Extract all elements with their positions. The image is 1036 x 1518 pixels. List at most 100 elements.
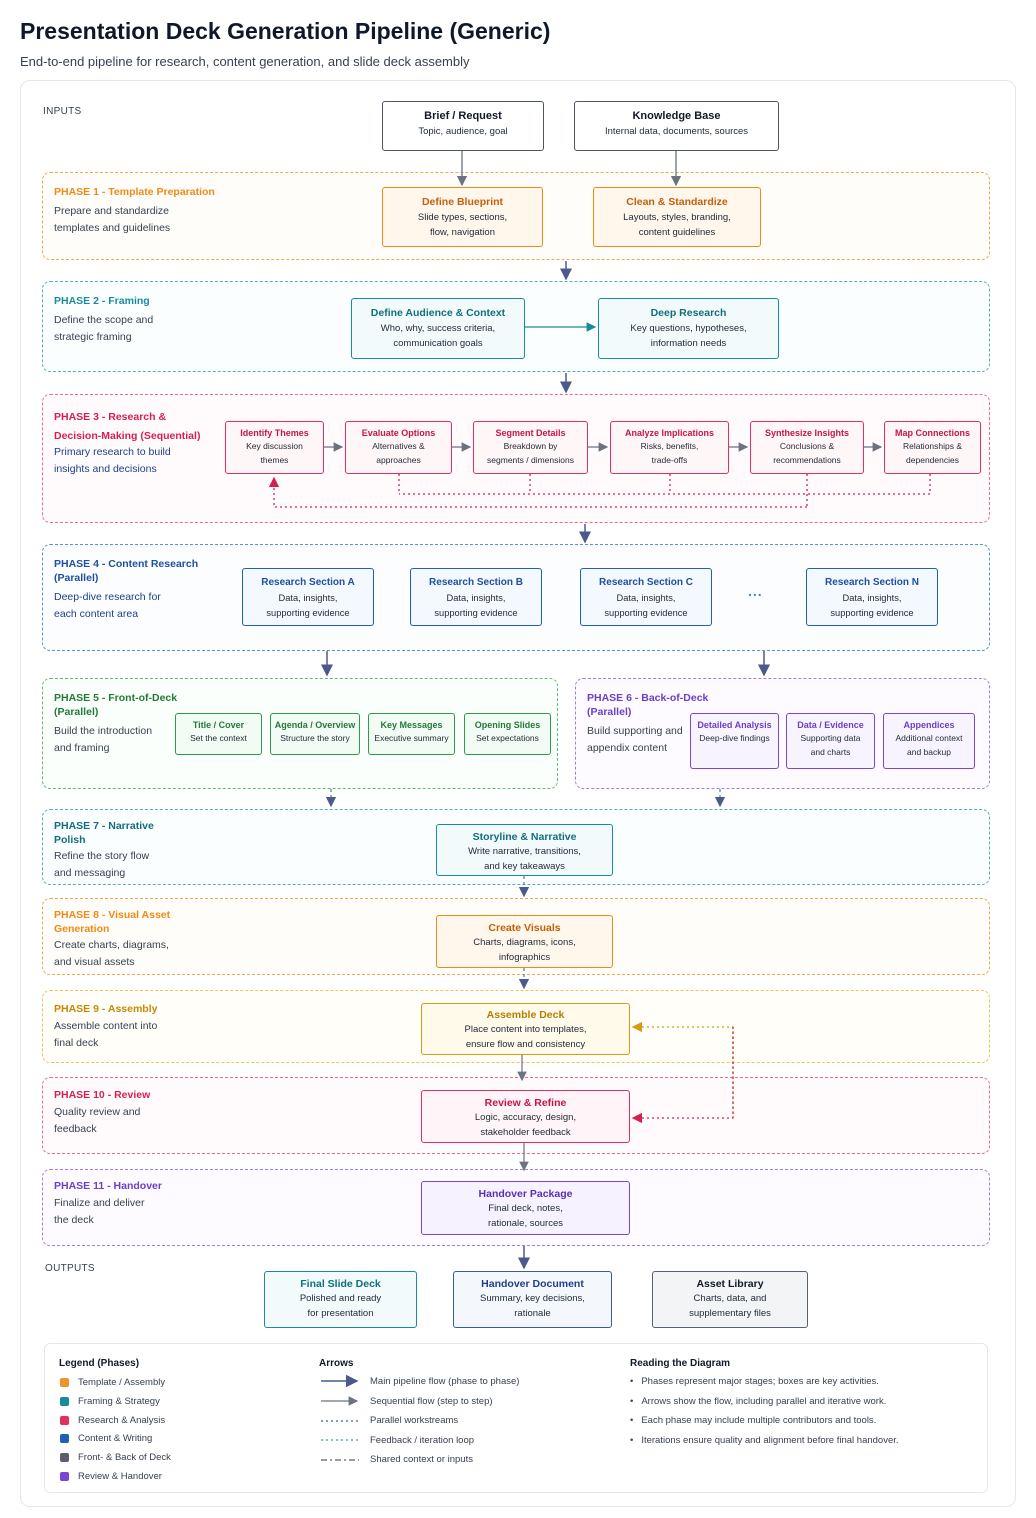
phase-3-title-line: Decision-Making (Sequential) (54, 429, 201, 442)
handover-document-box: Handover Document Summary, key decisions… (453, 1271, 612, 1328)
legend-reading-title: Reading the Diagram (630, 1358, 731, 1369)
legend-swatch (60, 1472, 69, 1481)
box-title: Evaluate Options (361, 428, 436, 438)
phase-6-title: PHASE 6 - Back-of-Deck (Parallel) (587, 691, 708, 719)
brief-request-box: Brief / Request Topic, audience, goal (382, 101, 544, 151)
legend-phase-label: Content & Writing (78, 1433, 153, 1445)
legend-arrow-label: Shared context or inputs (370, 1454, 473, 1466)
phase-5-desc-line: and framing (54, 741, 110, 754)
phase-9-desc: Assemble content into final deck (54, 1018, 157, 1051)
phase-6-desc: Build supporting and appendix content (587, 723, 683, 756)
phase-8-title-line: PHASE 8 - Visual Asset (54, 909, 171, 921)
reading-text: Each phase may include multiple contribu… (641, 1415, 877, 1427)
phase-6-title-line: PHASE 6 - Back-of-Deck (587, 692, 709, 704)
phase-3-title-line: PHASE 3 - Research & (54, 411, 167, 423)
define-audience-box: Define Audience & Context Who, why, succ… (351, 298, 525, 359)
phase-5-desc-line: Build the introduction (54, 725, 153, 737)
phase-7-desc-line: and messaging (54, 866, 126, 879)
phase-7-title: PHASE 7 - Narrative Polish (54, 819, 154, 847)
phase-8-desc-line: Create charts, diagrams, (54, 939, 169, 951)
box-desc: Layouts, styles, branding, (623, 212, 731, 223)
box-title: Segment Details (495, 428, 566, 438)
legend-reading-item: • Each phase may include multiple contrib… (630, 1415, 876, 1426)
review-refine-box: Review & Refine Logic, accuracy, design,… (421, 1090, 630, 1143)
box-desc: Charts, data, and (693, 1293, 767, 1304)
box-desc: infographics (498, 951, 551, 963)
box-desc: Charts, diagrams, icons, (473, 937, 576, 948)
box-desc: Logic, accuracy, design, (474, 1112, 577, 1123)
box-title: Deep Research (650, 307, 727, 319)
legend-swatch (60, 1415, 69, 1425)
box-title: Key Messages (380, 720, 443, 730)
box-desc: Who, why, success criteria, (380, 323, 496, 334)
box-desc: for presentation (307, 1307, 374, 1319)
bullet-icon: • (630, 1434, 634, 1446)
phase-4-desc-line: each content area (54, 607, 139, 620)
legend-reading-item: •Phases represent major stages; boxes ar… (630, 1376, 879, 1387)
phase-7-desc: Refine the story flow and messaging (54, 848, 149, 881)
box-title: Analyze Implications (624, 428, 715, 438)
phase-4-desc-line: Deep-dive research for (54, 591, 161, 603)
box-desc: content guidelines (638, 226, 716, 238)
box-desc: Alternatives & (372, 441, 425, 451)
kb-desc: Internal data, documents, sources (604, 126, 749, 137)
box-desc: Write narrative, transitions, (468, 846, 581, 857)
box-desc: rationale (514, 1307, 551, 1319)
phase-10-desc: Quality review and feedback (54, 1104, 140, 1137)
phase-2-desc-line: Define the scope and (54, 314, 154, 326)
box-title: Storyline & Narrative (472, 831, 577, 843)
phase-8-title-line: Generation (54, 923, 110, 935)
phase-5-title-line: PHASE 5 - Front-of-Deck (54, 692, 178, 704)
box-desc: Data, insights, (446, 593, 506, 603)
box-desc: Conclusions & (779, 441, 835, 451)
legend-arrows-title: Arrows (319, 1358, 354, 1369)
box-desc: Supporting data (800, 733, 861, 743)
reading-text: Arrows show the flow, including parallel… (641, 1395, 887, 1407)
box-desc: recommendations (773, 454, 841, 465)
page-title: Presentation Deck Generation Pipeline (G… (20, 18, 551, 44)
phase-5-title: PHASE 5 - Front-of-Deck (Parallel) (54, 691, 177, 719)
bullet-icon: • (630, 1415, 634, 1427)
phase-9-desc-line: Assemble content into (54, 1020, 158, 1032)
box-desc: Breakdown by (503, 441, 558, 451)
legend-swatch (60, 1396, 69, 1406)
box-title: Define Blueprint (421, 196, 504, 208)
storyline-narrative-box: Storyline & Narrative Write narrative, t… (436, 824, 613, 876)
brief-title: Brief / Request (424, 110, 502, 122)
outputs-label: OUTPUTS (45, 1263, 95, 1274)
box-title: Identify Themes (240, 428, 309, 438)
legend-phase-label: Template / Assembly (78, 1377, 166, 1388)
box-title: Research Section N (825, 577, 919, 588)
phase-1-title: PHASE 1 - Template Preparation (54, 186, 215, 198)
box-desc: supporting evidence (830, 607, 914, 618)
phase-3-title: PHASE 3 - Research & Decision-Making (Se… (54, 408, 200, 445)
inputs-label: INPUTS (43, 106, 82, 117)
deep-research-box: Deep Research Key questions, hypotheses,… (598, 298, 779, 359)
bullet-icon: • (630, 1376, 634, 1387)
phase-7-title-line: Polish (54, 834, 86, 846)
reading-text: Iterations ensure quality and alignment … (641, 1434, 899, 1446)
box-desc: ensure flow and consistency (465, 1038, 586, 1050)
phase-4-title: PHASE 4 - Content Research (Parallel) (54, 557, 198, 585)
box-title: Handover Package (478, 1188, 573, 1200)
box-desc: Set expectations (476, 733, 539, 743)
handover-package-box: Handover Package Final deck, notes,ratio… (421, 1181, 630, 1235)
phase-5-desc: Build the introduction and framing (54, 723, 152, 756)
phase-4-title-line: PHASE 4 - Content Research (54, 558, 199, 570)
box-title: Map Connections (894, 428, 970, 438)
legend-phase-label: Framing & Strategy (78, 1395, 160, 1407)
box-title: Agenda / Overview (274, 720, 356, 730)
phase-2-title: PHASE 2 - Framing (54, 295, 150, 307)
phase-2-desc-line: strategic framing (54, 330, 132, 343)
phase-4-ellipsis: ... (748, 583, 763, 599)
box-desc: dependencies (906, 454, 959, 465)
